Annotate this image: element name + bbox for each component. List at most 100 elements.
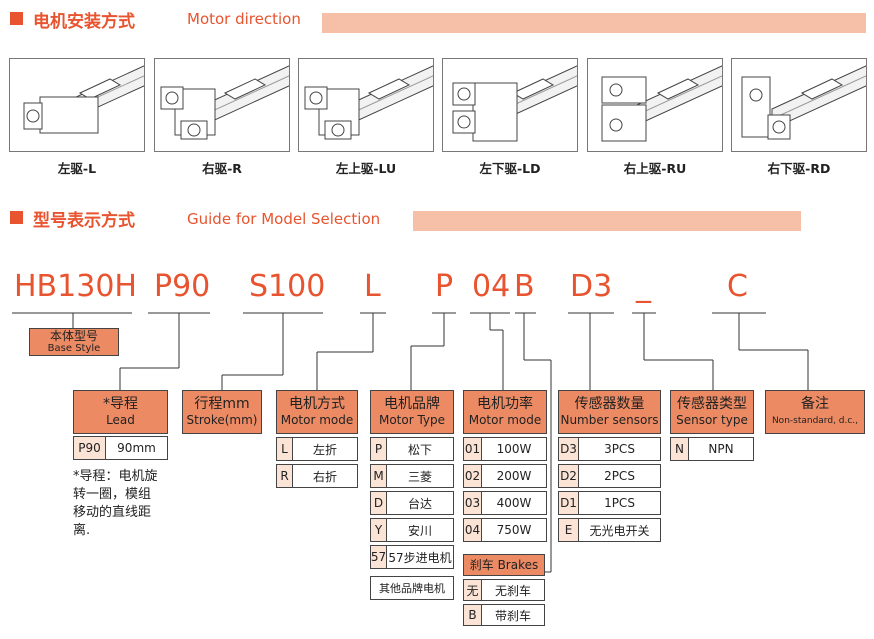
section-title-cn: 电机安装方式: [33, 12, 135, 32]
option-row: 04 750W: [463, 518, 547, 542]
lead-note-line: 离.: [73, 523, 91, 538]
linear-module-drawing: [601, 65, 722, 142]
base-style-cn: 本体型号: [49, 329, 98, 343]
option-value: 400W: [496, 496, 532, 510]
option-row: Y 安川: [370, 518, 454, 542]
lead-note-line: 移动的直线距: [73, 505, 152, 520]
motor-mode-cn: 电机方式: [289, 396, 345, 412]
option-value: 无光电开关: [589, 523, 650, 538]
option-key: M: [371, 465, 387, 487]
option-value: 带刹车: [494, 608, 531, 623]
option-row: P 松下: [370, 437, 454, 461]
lead-note-line: *导程：电机旋: [73, 469, 158, 484]
sensor-type-cn: 传感器类型: [677, 396, 747, 412]
option-key: Y: [371, 519, 387, 541]
motor-power-en: Motor mode: [468, 413, 542, 427]
option-value: 右折: [312, 469, 337, 484]
code-motor-power: 04: [472, 269, 511, 304]
option-value: 57步进电机: [388, 550, 452, 565]
option-key: E: [559, 519, 579, 541]
stroke-header: 行程mm Stroke(mm): [182, 390, 262, 434]
lead-option-row: P90 90mm: [73, 436, 168, 460]
option-key: 04: [464, 519, 482, 541]
section-title-en: Guide for Model Selection: [187, 210, 381, 228]
motor-power-header: 电机功率 Motor mode: [463, 390, 547, 434]
code-brake: B: [514, 269, 535, 304]
option-value: 1PCS: [604, 496, 635, 510]
option-key: R: [277, 465, 293, 487]
option-key: D3: [559, 438, 579, 460]
option-value: 台达: [407, 496, 432, 511]
section-bar: [413, 211, 801, 231]
option-row: D2 2PCS: [558, 464, 661, 488]
motor-brand-en: Motor Type: [378, 413, 446, 427]
linear-module-drawing: [741, 65, 866, 140]
option-row: 01 100W: [463, 437, 547, 461]
stroke-en: Stroke(mm): [186, 413, 258, 427]
motor-power-cn: 电机功率: [477, 396, 533, 412]
option-value: 3PCS: [604, 442, 635, 456]
option-row: D1 1PCS: [558, 491, 661, 515]
lead-note: *导程：电机旋 转一圈，模组 移动的直线距 离.: [73, 468, 173, 540]
motor-direction-label: 左驱-L: [57, 161, 97, 176]
option-value: 松下: [407, 442, 432, 457]
motor-brand-other: 其他品牌电机: [370, 576, 454, 600]
sensors-cn: 传感器数量: [574, 396, 645, 412]
option-key: 03: [464, 492, 482, 514]
option-row: E 无光电开关: [558, 518, 661, 542]
option-value: 安川: [407, 523, 432, 538]
option-row: M 三菱: [370, 464, 454, 488]
option-value: 左折: [312, 442, 337, 457]
sensors-header: 传感器数量 Number sensors: [558, 390, 661, 434]
option-key: N: [671, 438, 689, 460]
option-row: 无无刹车: [463, 579, 545, 601]
sensors-en: Number sensors: [560, 413, 659, 427]
option-key: D2: [559, 465, 579, 487]
motor-direction-label: 右下驱-RD: [767, 161, 831, 176]
option-key: 57: [371, 546, 387, 568]
option-value: 750W: [496, 523, 532, 537]
motor-direction-thumb: [442, 58, 578, 152]
option-key: B: [464, 605, 482, 625]
linear-module-drawing: [304, 65, 433, 140]
code-lead: P90: [154, 269, 211, 304]
option-key: 无: [464, 580, 482, 600]
option-value: 无刹车: [494, 583, 531, 598]
motor-direction-thumb: [9, 58, 145, 152]
option-key: 02: [464, 465, 482, 487]
section-marker-icon: [10, 211, 23, 224]
option-row: D 台达: [370, 491, 454, 515]
motor-direction-label: 右上驱-RU: [623, 161, 687, 176]
option-key: P: [371, 438, 387, 460]
lead-cn: *导程: [103, 396, 138, 412]
lead-note-line: 转一圈，模组: [73, 487, 152, 502]
option-value: 100W: [496, 442, 532, 456]
lead-header: *导程 Lead: [73, 390, 168, 434]
option-key: D1: [559, 492, 579, 514]
option-row: R 右折: [276, 464, 358, 488]
section-bar: [322, 13, 866, 33]
motor-direction-label: 左下驱-LD: [479, 161, 541, 176]
option-key: P90: [74, 437, 106, 459]
code-motor-brand: P: [435, 269, 454, 304]
option-value: 2PCS: [604, 469, 635, 483]
code-remark: C: [727, 269, 748, 304]
option-row: D3 3PCS: [558, 437, 661, 461]
section-marker-icon: [10, 12, 23, 25]
code-sensors: D3: [570, 269, 613, 304]
brakes-header: 刹车 Brakes: [463, 554, 545, 576]
option-key: D: [371, 492, 387, 514]
code-sensor-type: _: [636, 269, 651, 304]
motor-direction-thumb: [731, 58, 867, 152]
option-row: B 带刹车: [463, 604, 545, 626]
sensor-type-en: Sensor type: [676, 413, 748, 427]
code-stroke: S100: [249, 269, 326, 304]
motor-brand-cn: 电机品牌: [384, 396, 440, 412]
option-value: 三菱: [407, 469, 432, 484]
linear-module-drawing: [160, 65, 289, 140]
motor-direction-label: 右驱-R: [202, 161, 242, 176]
option-key: 01: [464, 438, 482, 460]
motor-direction-thumb: [154, 58, 290, 152]
